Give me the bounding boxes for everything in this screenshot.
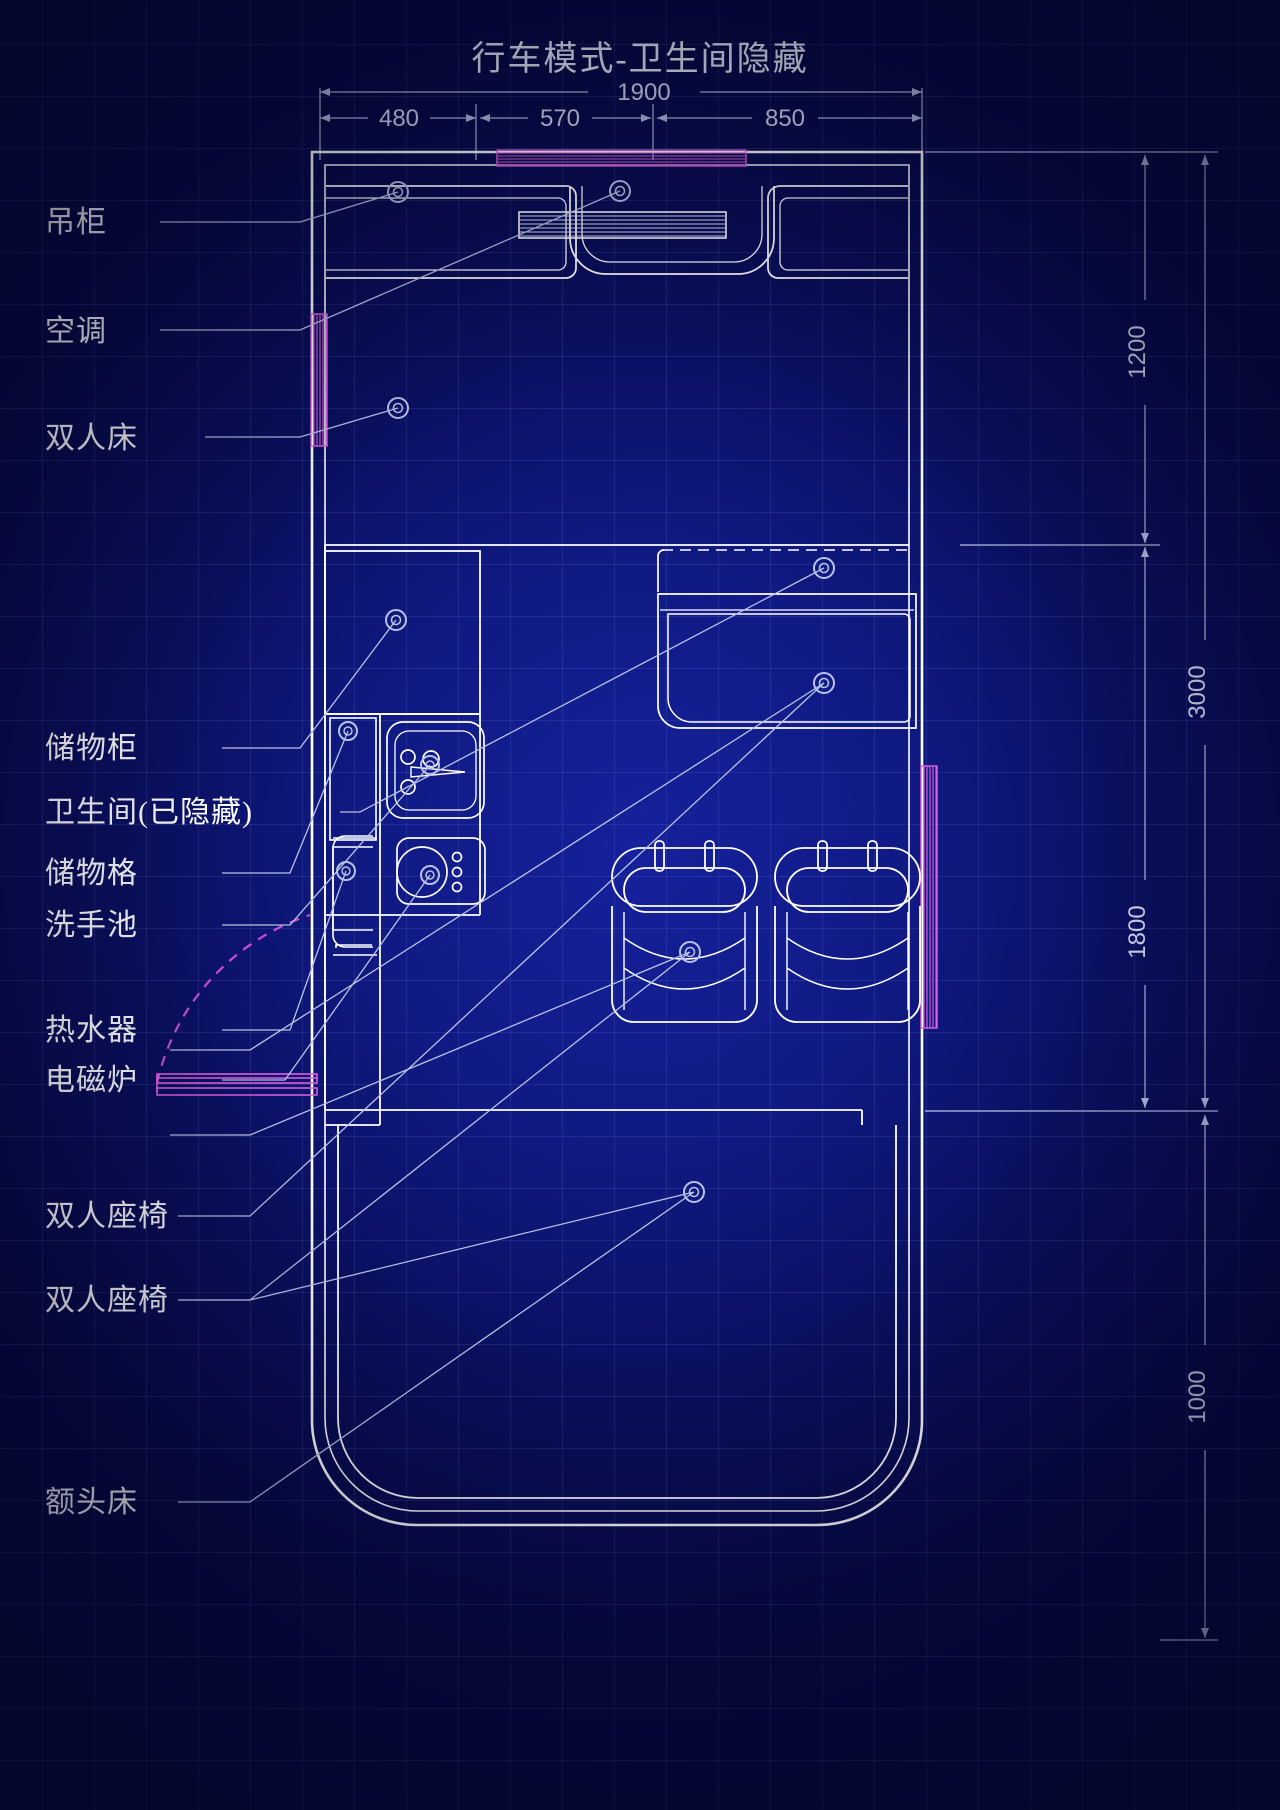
leader-front-bed [178,1191,695,1503]
leader-double-seat-1 [178,682,825,1217]
